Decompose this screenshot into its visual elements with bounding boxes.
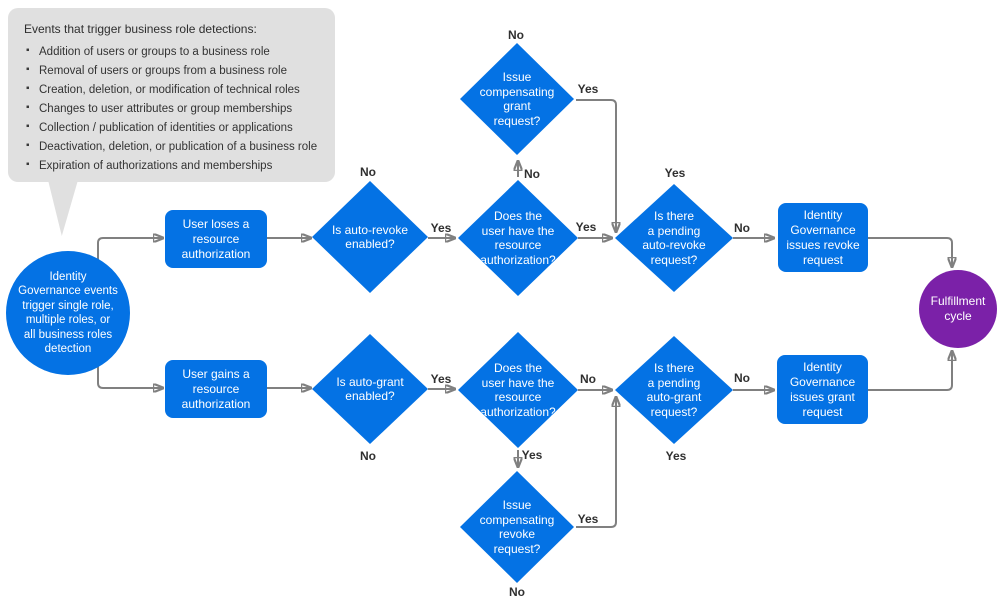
node-label: Is there a pending auto-grant request? — [646, 361, 702, 419]
node-label: Does the user have the resource authoriz… — [480, 361, 556, 419]
callout-item: Changes to user attributes or group memb… — [26, 102, 335, 115]
callout-list: Addition of users or groups to a busines… — [26, 45, 335, 172]
node-label: Is there a pending auto-revoke request? — [642, 209, 706, 267]
node-label: Identity Governance issues grant request — [789, 359, 856, 419]
connector-revoke-to-fulfillment — [868, 237, 952, 267]
node-start-governance-events: Identity Governance events trigger singl… — [6, 251, 130, 375]
connector-start-to-user-loses — [97, 238, 163, 320]
node-label: Does the user have the resource authoriz… — [480, 209, 556, 267]
edge-label-does-user-bot-yes: Yes — [521, 448, 543, 462]
node-ig-issues-grant-request: Identity Governance issues grant request — [777, 355, 868, 424]
node-user-gains-authorization: User gains a resource authorization — [165, 360, 267, 418]
edge-label-comp-grant-yes: Yes — [577, 82, 599, 96]
edge-label-pending-grant-yes: Yes — [665, 449, 687, 463]
edge-label-pending-revoke-no: No — [734, 221, 750, 235]
callout-item: Deactivation, deletion, or publication o… — [26, 140, 335, 153]
edge-label-does-user-top-no: No — [524, 167, 540, 181]
edge-label-auto-revoke-no: No — [360, 165, 376, 179]
node-label: Issue compensating revoke request? — [479, 498, 555, 556]
callout-item: Creation, deletion, or modification of t… — [26, 83, 335, 96]
edge-label-comp-grant-no: No — [508, 28, 524, 42]
events-callout: Events that trigger business role detect… — [8, 8, 335, 182]
edge-label-comp-revoke-yes: Yes — [577, 512, 599, 526]
connector-comp-grant-yes-down — [576, 99, 616, 232]
node-label: Issue compensating grant request? — [479, 70, 555, 128]
node-label: Fulfillment cycle — [930, 294, 986, 323]
callout-title: Events that trigger business role detect… — [24, 22, 257, 36]
node-user-loses-authorization: User loses a resource authorization — [165, 210, 267, 268]
callout-item: Expiration of authorizations and members… — [26, 159, 335, 172]
node-label: Identity Governance events trigger singl… — [18, 270, 118, 356]
connector-grant-to-fulfillment — [868, 351, 952, 391]
node-fulfillment-cycle: Fulfillment cycle — [919, 270, 997, 348]
callout-item: Collection / publication of identities o… — [26, 121, 335, 134]
edge-label-auto-grant-yes: Yes — [430, 372, 452, 386]
edge-label-does-user-bot-no: No — [580, 372, 596, 386]
connector-start-to-user-gains — [97, 320, 163, 388]
edge-label-comp-revoke-no: No — [509, 585, 525, 599]
callout-item: Removal of users or groups from a busine… — [26, 64, 335, 77]
edge-label-does-user-top-yes: Yes — [575, 220, 597, 234]
node-label: User loses a resource authorization — [181, 216, 251, 261]
node-ig-issues-revoke-request: Identity Governance issues revoke reques… — [778, 203, 868, 272]
connector-comp-revoke-yes-up — [576, 397, 616, 528]
edge-label-pending-grant-no: No — [734, 371, 750, 385]
node-label: Is auto-revoke enabled? — [331, 222, 409, 252]
node-label: Is auto-grant enabled? — [336, 374, 404, 404]
node-label: User gains a resource authorization — [181, 366, 251, 411]
edge-label-pending-revoke-yes: Yes — [664, 166, 686, 180]
edge-label-auto-revoke-yes: Yes — [430, 221, 452, 235]
callout-item: Addition of users or groups to a busines… — [26, 45, 335, 58]
node-label: Identity Governance issues revoke reques… — [786, 207, 860, 267]
edge-label-auto-grant-no: No — [360, 449, 376, 463]
